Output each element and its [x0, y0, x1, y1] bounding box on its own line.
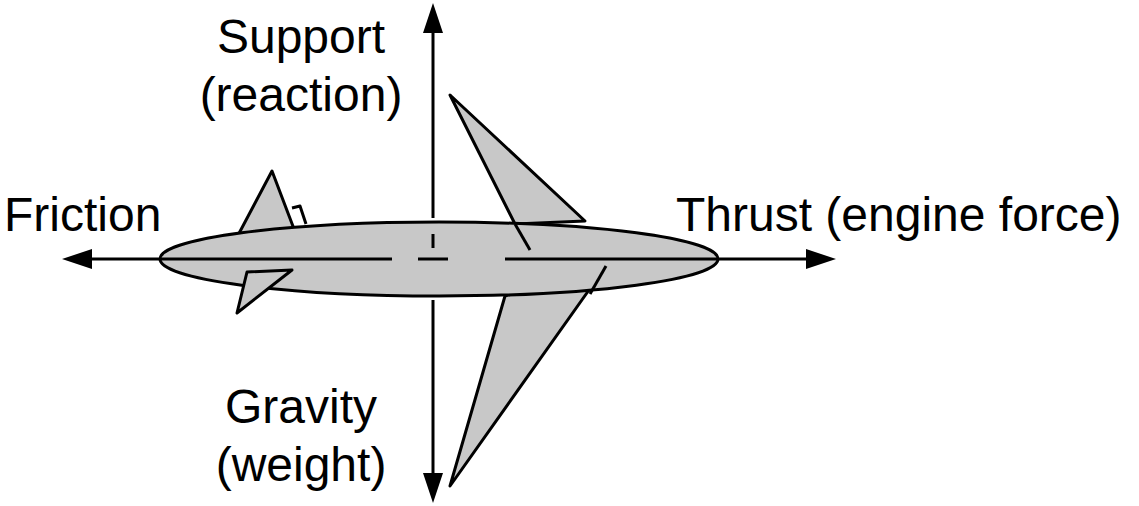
arrowhead — [62, 249, 92, 269]
tail-detail — [292, 206, 306, 224]
force-label: Support (reaction) — [170, 8, 432, 123]
force-label: Friction — [4, 186, 161, 244]
friction-arrow-line — [85, 258, 392, 261]
center-mark — [432, 234, 435, 248]
wing-edge — [515, 224, 530, 250]
upper-wing — [450, 95, 585, 224]
wing-edge — [590, 266, 606, 294]
force-label: Gravity (weight) — [170, 378, 432, 493]
thrust-arrow-line — [505, 258, 812, 261]
center-mark — [418, 258, 448, 261]
arrowhead — [423, 3, 443, 33]
support-arrow-line — [432, 28, 435, 218]
arrowhead — [806, 249, 836, 269]
tail-plane — [237, 270, 292, 313]
lower-wing — [450, 266, 606, 486]
gravity-arrow-line — [432, 300, 435, 478]
arrowhead — [423, 473, 443, 503]
force-label: Thrust (engine force) — [676, 186, 1122, 244]
